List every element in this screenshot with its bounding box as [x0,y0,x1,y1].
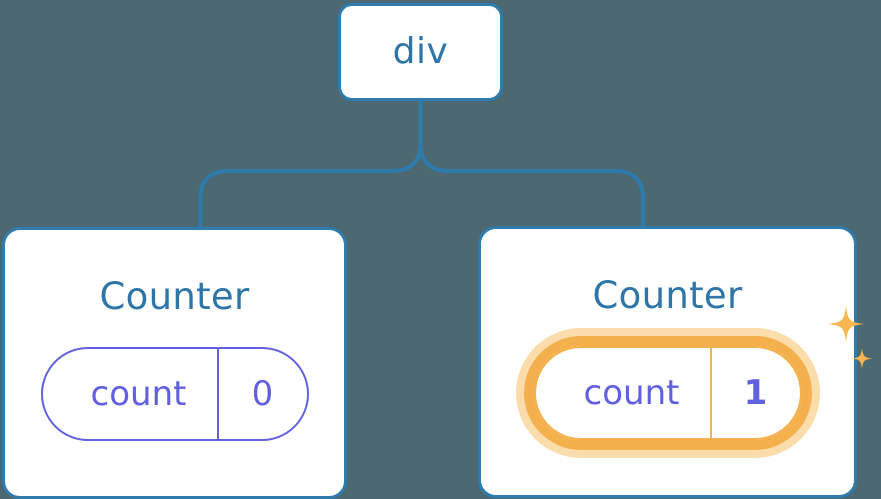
state-pill-left[interactable]: count 0 [40,347,309,441]
sparkle-group [827,306,872,369]
counter-title-left: Counter [99,275,250,318]
sparkle-icon [827,306,864,342]
state-pill-wrapper-left: count 0 [40,347,309,441]
state-pill-wrapper-right: count 1 [515,306,872,458]
node-counter-left[interactable]: Counter count 0 [2,227,347,499]
state-key-left: count [90,374,187,414]
state-key-right: count [583,373,680,413]
sparkle-small-icon [851,348,872,369]
state-value-left: 0 [216,349,307,439]
counter-title-right: Counter [592,274,743,317]
node-counter-right[interactable]: Counter count 1 [478,226,872,498]
highlight-ring [523,336,812,450]
root-node-label: div [392,31,449,72]
state-pill-right[interactable]: count 1 [533,346,802,440]
state-value-right: 1 [709,348,800,438]
node-root-div[interactable]: div [338,3,503,101]
